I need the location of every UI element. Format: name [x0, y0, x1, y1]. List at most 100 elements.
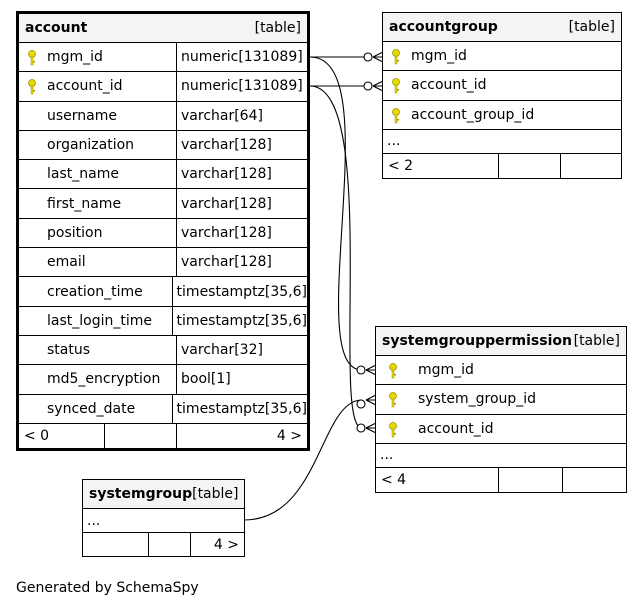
column-name-cell: account_group_id [383, 101, 621, 129]
column-type: numeric[131089] [181, 49, 303, 66]
column-row: mgm_id [376, 356, 626, 386]
column-name: first_name [47, 195, 122, 212]
table-systemgroup[interactable]: systemgroup [table] ... 4 > [82, 479, 245, 557]
column-name-cell: last_login_time [19, 306, 173, 335]
column-row: synced_date timestamptz[35,6] [19, 394, 307, 424]
column-type: varchar[64] [181, 107, 263, 124]
footer-parents [83, 533, 149, 557]
column-name: mgm_id [411, 48, 467, 65]
column-name: last_name [47, 166, 119, 183]
column-type: varchar[128] [181, 254, 272, 271]
column-name-cell: email [19, 248, 177, 277]
column-name: last_login_time [47, 312, 152, 329]
footer-middle [499, 467, 563, 492]
table-header: systemgroup [table] [83, 480, 244, 509]
column-type: timestamptz[35,6] [176, 283, 307, 300]
column-name-cell: first_name [19, 189, 177, 218]
column-type: varchar[128] [181, 137, 272, 154]
table-header: account [table] [19, 14, 307, 43]
column-row: account_id [383, 71, 621, 101]
column-type: varchar[128] [181, 166, 272, 183]
table-footer: 4 > [83, 533, 244, 557]
column-name: md5_encryption [47, 371, 161, 388]
column-type: varchar[128] [181, 224, 272, 241]
footer-children: 4 > [213, 537, 239, 553]
column-name: creation_time [47, 283, 143, 300]
footer-middle [499, 153, 561, 178]
column-name-cell: account_id [376, 415, 626, 443]
column-name-cell: organization [19, 130, 177, 160]
column-row: account_group_id [383, 101, 621, 130]
column-name: mgm_id [418, 362, 474, 379]
table-name: systemgroup [89, 486, 193, 502]
column-name: mgm_id [47, 49, 103, 66]
generator-credit: Generated by SchemaSpy [16, 580, 199, 596]
column-row: creation_time timestamptz[35,6] [19, 277, 307, 307]
column-name: synced_date [47, 400, 136, 417]
column-type: varchar[32] [181, 342, 263, 359]
table-kind: [table] [568, 19, 615, 35]
column-name-cell: md5_encryption [19, 365, 177, 394]
more-columns: ... [83, 509, 244, 533]
footer-children: 4 > [276, 427, 302, 444]
column-row: last_login_time timestamptz[35,6] [19, 306, 307, 336]
column-name: username [47, 107, 117, 124]
column-name-cell: account_id [19, 72, 177, 101]
column-row: username varchar[64] [19, 101, 307, 131]
column-name-cell: mgm_id [19, 43, 177, 72]
column-row: position varchar[128] [19, 218, 307, 249]
column-row: system_group_id [376, 385, 626, 415]
column-type: numeric[131089] [181, 78, 303, 95]
column-row: account_id numeric[131089] [19, 72, 307, 102]
column-type: timestamptz[35,6] [176, 400, 307, 417]
footer-children [561, 154, 621, 178]
table-header: accountgroup [table] [383, 13, 621, 42]
footer-middle [105, 423, 177, 448]
footer-parents: < 0 [19, 423, 105, 448]
column-name: system_group_id [418, 391, 537, 408]
edge-account-id-sgp [309, 85, 363, 429]
footer-parents: < 4 [376, 467, 499, 492]
edge-account-mgm-sgp [309, 56, 363, 371]
column-name: account_id [47, 78, 123, 95]
column-row: mgm_id [383, 42, 621, 72]
column-row: email varchar[128] [19, 248, 307, 278]
footer-middle [149, 533, 191, 557]
column-name: email [47, 254, 86, 271]
table-footer: < 0 4 > [19, 423, 307, 448]
footer-children [563, 468, 626, 492]
column-type: timestamptz[35,6] [176, 312, 307, 329]
column-name-cell: position [19, 218, 177, 248]
table-header: systemgrouppermission [table] [376, 327, 626, 356]
column-name-cell: status [19, 335, 177, 365]
column-row: mgm_id numeric[131089] [19, 43, 307, 73]
column-name-cell: mgm_id [383, 42, 621, 70]
column-name-cell: synced_date [19, 394, 173, 423]
table-kind: [table] [192, 486, 239, 502]
table-name: account [25, 20, 88, 36]
column-name-cell: creation_time [19, 277, 173, 306]
column-name-cell: username [19, 101, 177, 130]
table-footer: < 2 [383, 153, 621, 178]
table-kind: [table] [254, 20, 301, 36]
column-name-cell: last_name [19, 160, 177, 189]
table-footer: < 4 [376, 467, 626, 492]
column-row: account_id [376, 415, 626, 444]
column-name: account_id [418, 420, 494, 437]
edge-systemgroup-sgp [243, 399, 363, 521]
table-kind: [table] [573, 333, 620, 349]
column-name: position [47, 224, 103, 241]
column-type: varchar[128] [181, 195, 272, 212]
table-name: accountgroup [389, 19, 498, 35]
column-name: account_id [411, 77, 487, 94]
column-name-cell: mgm_id [376, 356, 626, 384]
column-name-cell: system_group_id [376, 385, 626, 413]
column-row: last_name varchar[128] [19, 160, 307, 190]
